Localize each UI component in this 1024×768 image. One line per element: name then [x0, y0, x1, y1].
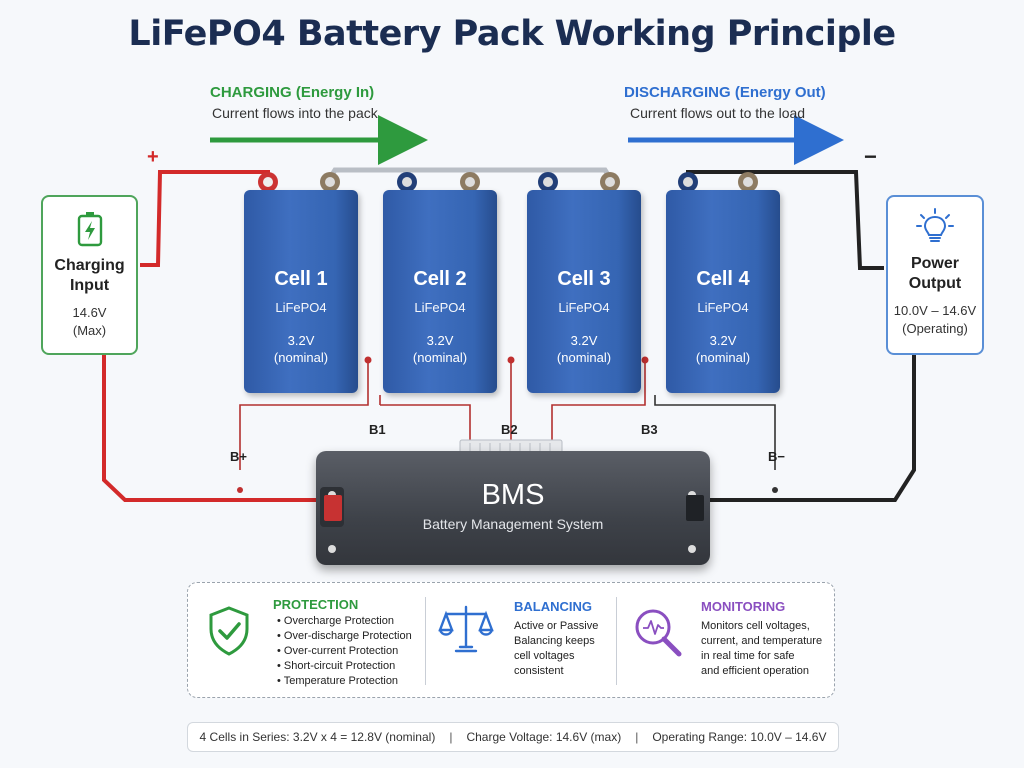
protection-item: Overcharge Protection — [277, 614, 412, 629]
bms-module: BMS Battery Management System — [316, 451, 710, 565]
monitoring-text: Monitors cell voltages, current, and tem… — [701, 619, 822, 679]
charging-subtitle: Current flows into the pack — [212, 105, 378, 121]
cell-3-note: (nominal) — [556, 350, 612, 365]
lightbulb-icon — [916, 208, 954, 242]
balance-tip-2 — [507, 356, 515, 364]
cell-1: Cell 1 LiFePO4 3.2V (nominal) — [244, 190, 358, 393]
discharging-title: DISCHARGING (Energy Out) — [624, 84, 826, 101]
charging-input-title-2: Input — [69, 277, 110, 294]
cell-4-name: Cell 4 — [696, 268, 750, 290]
cell-4-voltage: 3.2V — [709, 333, 737, 348]
protection-title: PROTECTION — [273, 597, 359, 612]
cell-2-name: Cell 2 — [413, 268, 467, 290]
monitoring-title: MONITORING — [701, 599, 786, 614]
cell-2-voltage: 3.2V — [426, 333, 454, 348]
charging-input-note: (Max) — [72, 323, 107, 338]
cell-3-name: Cell 3 — [557, 268, 611, 290]
page-title: LiFePO4 Battery Pack Working Principle — [128, 14, 896, 54]
feature-protection: PROTECTION Overcharge Protection Over-di… — [188, 583, 423, 697]
cell-3: Cell 3 LiFePO4 3.2V (nominal) — [527, 190, 641, 393]
cell-1-name: Cell 1 — [274, 268, 328, 290]
power-output-title-1: Power — [910, 255, 959, 272]
balance-wire-bminus — [654, 395, 776, 470]
specs-footer: 4 Cells in Series: 3.2V x 4 = 12.8V (nom… — [187, 722, 839, 752]
footer-operating-range: Operating Range: 10.0V – 14.6V — [652, 730, 827, 744]
cell-2: Cell 2 LiFePO4 3.2V (nominal) — [383, 190, 497, 393]
balancing-line: Balancing keeps — [514, 635, 595, 647]
bms-subtitle: Battery Management System — [422, 516, 604, 532]
charging-input-return-cable — [102, 355, 320, 502]
shield-check-icon — [209, 606, 249, 656]
monitoring-line: in real time for safe — [701, 650, 795, 662]
bms-title: BMS — [481, 479, 545, 511]
charging-title: CHARGING (Energy In) — [210, 84, 375, 101]
monitoring-line: Monitors cell voltages, — [701, 620, 810, 632]
negative-terminal-sign: − — [864, 144, 877, 169]
protection-item: Over-current Protection — [277, 644, 412, 659]
balance-wire-b3 — [551, 362, 646, 450]
cell-4: Cell 4 LiFePO4 3.2V (nominal) — [666, 190, 780, 393]
cell-2-note: (nominal) — [412, 350, 468, 365]
cell-terminals — [258, 172, 758, 192]
balancing-line: consistent — [514, 665, 564, 677]
cell-3-chemistry: LiFePO4 — [558, 300, 610, 315]
feature-divider — [425, 597, 426, 685]
power-output-value: 10.0V – 14.6V — [893, 303, 977, 318]
balance-wire-b1 — [379, 395, 471, 450]
protection-item: Over-discharge Protection — [277, 629, 412, 644]
power-output-title-2: Output — [908, 275, 962, 292]
feature-monitoring: MONITORING Monitors cell voltages, curre… — [617, 583, 833, 697]
charging-input-value: 14.6V — [72, 305, 107, 320]
cell-2-chemistry: LiFePO4 — [414, 300, 466, 315]
feature-divider — [616, 597, 617, 685]
balance-tip-3 — [641, 356, 649, 364]
charging-input-box: Charging Input 14.6V (Max) — [41, 195, 138, 355]
protection-list: Overcharge Protection Over-discharge Pro… — [268, 614, 412, 689]
label-b2: B2 — [501, 422, 518, 437]
cell-4-chemistry: LiFePO4 — [697, 300, 749, 315]
battery-charging-icon — [77, 212, 102, 247]
protection-item: Short-circuit Protection — [277, 659, 412, 674]
monitoring-line: and efficient operation — [701, 665, 810, 677]
footer-separator: | — [635, 730, 639, 744]
bms-hardware — [320, 487, 704, 553]
power-output-box: Power Output 10.0V – 14.6V (Operating) — [886, 195, 984, 355]
positive-terminal-sign: + — [147, 146, 159, 168]
feature-balancing: BALANCING Active or Passive Balancing ke… — [426, 583, 616, 697]
label-b1: B1 — [369, 422, 386, 437]
balancing-line: cell voltages — [514, 650, 575, 662]
cell-1-chemistry: LiFePO4 — [275, 300, 327, 315]
cell-3-voltage: 3.2V — [570, 333, 598, 348]
power-output-return-cable — [705, 355, 916, 502]
magnifier-chart-icon — [635, 609, 682, 657]
label-bplus: B+ — [230, 449, 247, 464]
charging-input-title-1: Charging — [54, 257, 125, 274]
balancing-text: Active or Passive Balancing keeps cell v… — [514, 619, 598, 679]
monitoring-line: current, and temperature — [701, 635, 823, 647]
balance-tip-bminus — [772, 487, 778, 493]
cell-1-note: (nominal) — [273, 350, 329, 365]
features-panel: PROTECTION Overcharge Protection Over-di… — [187, 582, 835, 698]
power-output-note: (Operating) — [902, 321, 968, 336]
footer-separator: | — [449, 730, 453, 744]
balancing-line: Active or Passive — [514, 620, 599, 632]
balancing-title: BALANCING — [514, 599, 592, 614]
footer-charge-voltage: Charge Voltage: 14.6V (max) — [466, 730, 622, 744]
balance-scale-icon — [438, 605, 494, 653]
footer-series: 4 Cells in Series: 3.2V x 4 = 12.8V (nom… — [199, 730, 436, 744]
protection-item: Temperature Protection — [277, 674, 412, 689]
cell-4-note: (nominal) — [695, 350, 751, 365]
cell-1-voltage: 3.2V — [287, 333, 315, 348]
label-b3: B3 — [641, 422, 658, 437]
label-bminus: B− — [768, 449, 785, 464]
balance-wire-bplus — [239, 362, 369, 470]
balance-tip-bplus — [237, 487, 243, 493]
discharging-subtitle: Current flows out to the load — [630, 105, 806, 121]
balance-tip-1 — [364, 356, 372, 364]
